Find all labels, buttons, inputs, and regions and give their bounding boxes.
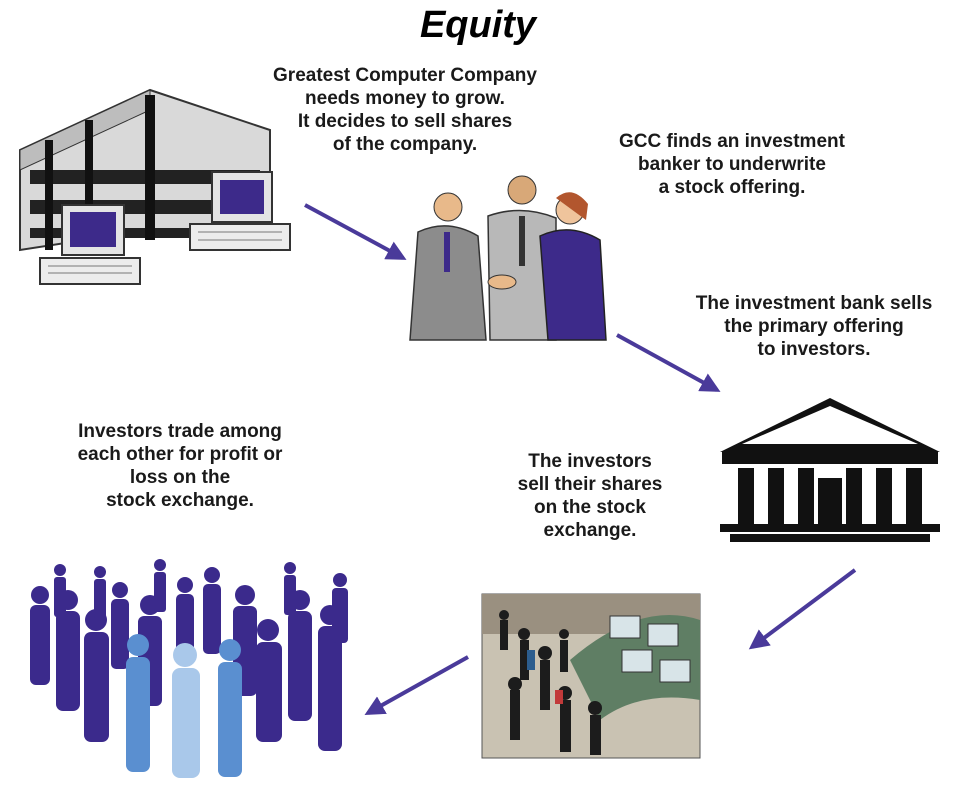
step-banker-caption: GCC finds an investment banker to underw… bbox=[619, 131, 845, 198]
step-bank-caption: The investment bank sells the primary of… bbox=[695, 293, 933, 360]
step-company-caption: Greatest Computer Company needs money to… bbox=[273, 65, 537, 155]
arrow-bank-to-exchange bbox=[748, 568, 857, 650]
investors-crowd-icon bbox=[30, 559, 348, 778]
step-investors-trade-caption: Investors trade among each other for pro… bbox=[77, 421, 283, 511]
bank-icon bbox=[720, 398, 940, 542]
company-building-icon bbox=[19, 88, 291, 285]
arrow-company-to-banker bbox=[304, 203, 407, 260]
stock-exchange-floor-icon bbox=[481, 593, 701, 759]
handshake-people-icon bbox=[409, 175, 607, 341]
arrow-banker-to-bank bbox=[616, 333, 721, 392]
page-title: Equity bbox=[419, 4, 537, 46]
arrow-exchange-to-investors bbox=[364, 655, 469, 715]
step-exchange-caption: The investors sell their shares on the s… bbox=[517, 451, 663, 541]
flow-arrows bbox=[304, 203, 857, 715]
